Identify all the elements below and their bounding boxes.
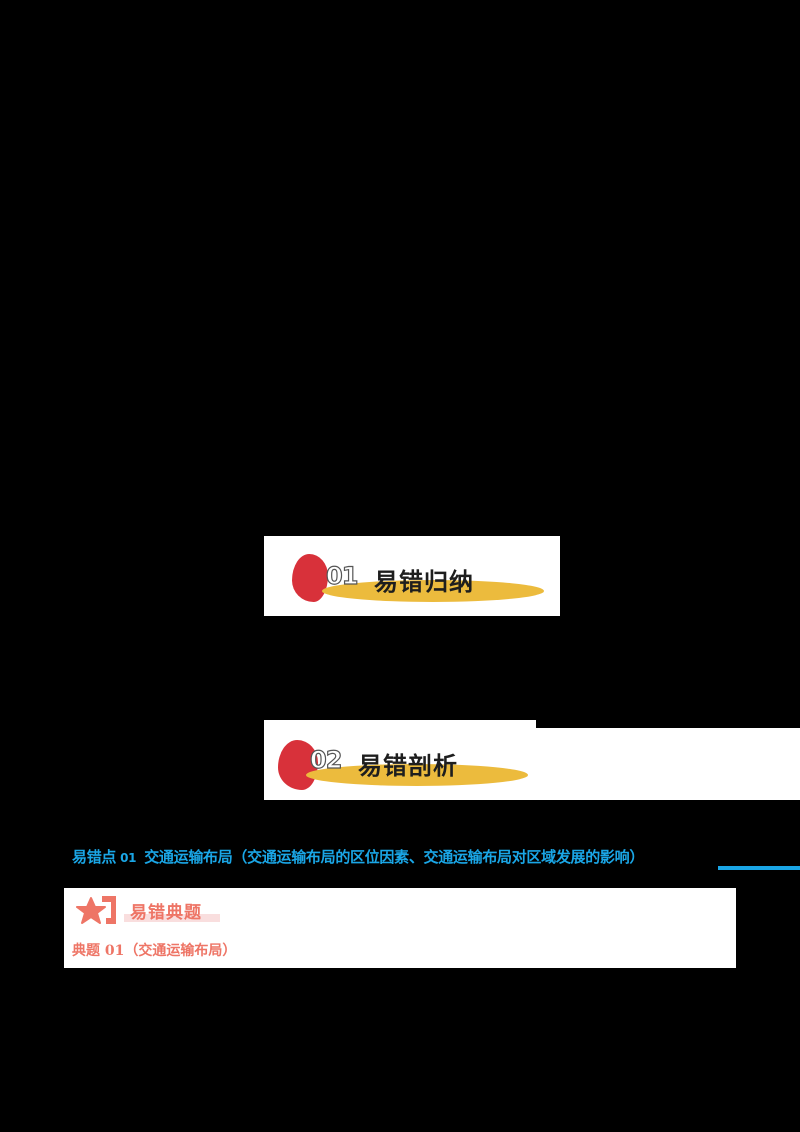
error-point-label: 易错点: [72, 848, 117, 866]
error-point-code: 01: [120, 851, 137, 865]
section-title: 易错归纳: [374, 568, 474, 596]
section-number: 01: [325, 561, 359, 590]
red-blob-decoration: [292, 554, 328, 602]
section-title: 易错剖析: [358, 752, 458, 780]
red-blob-decoration: [278, 740, 318, 790]
yellow-ellipse-decoration: [322, 580, 544, 602]
star-icon: [76, 897, 106, 924]
card-subheading: 典题 01（交通运输布局）: [72, 943, 237, 959]
yellow-ellipse-decoration: [306, 764, 528, 786]
title-highlight: [124, 914, 220, 922]
typical-question-card: 易错典题 典题 01（交通运输布局）: [64, 888, 736, 968]
section-banner-01: 01 易错归纳: [264, 536, 560, 616]
banner-notch: [536, 720, 800, 728]
section-banner-02: 02 易错剖析: [264, 720, 800, 800]
card-heading: 易错典题: [130, 903, 202, 923]
question-mark-icon: [102, 896, 116, 924]
error-point-title: 交通运输布局（交通运输布局的区位因素、交通运输布局对区域发展的影响）: [144, 848, 645, 866]
heading-underline: [718, 866, 800, 870]
section-number: 02: [309, 745, 343, 774]
